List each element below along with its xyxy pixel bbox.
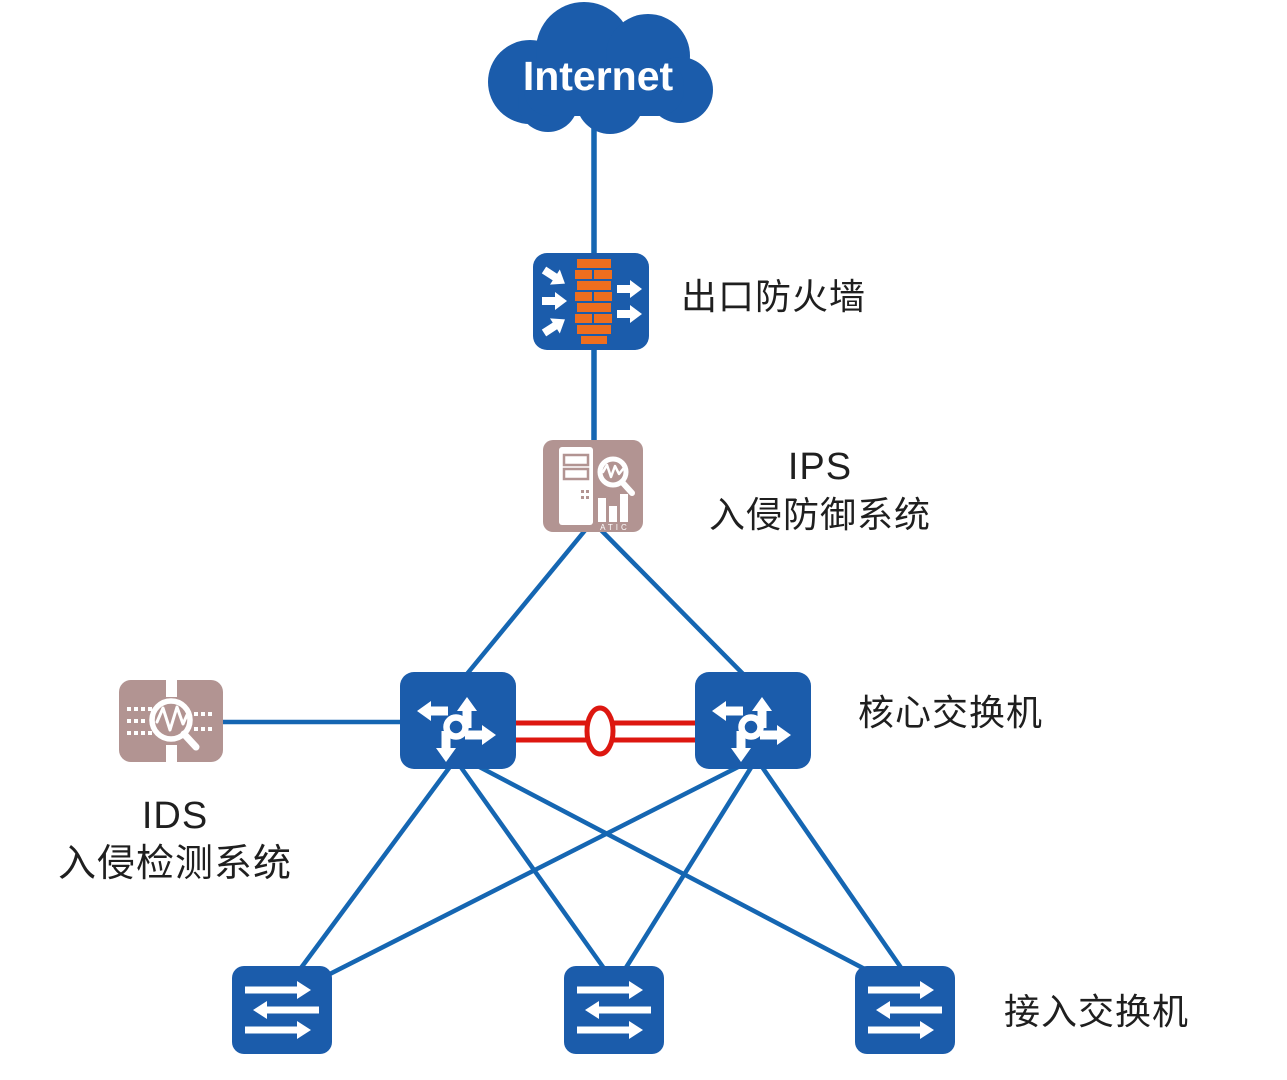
link-core-right-access-2: [620, 764, 754, 976]
core-switch-icon: [400, 672, 516, 769]
firewall-label: 出口防火墙: [681, 276, 867, 317]
dotted-traffic: [127, 707, 212, 735]
link-ips-core-right: [597, 526, 751, 682]
access-switch-icon: [232, 966, 332, 1054]
link-core-right-access-3: [758, 762, 906, 974]
access-switch-icon: [855, 966, 955, 1054]
bar-chart: [598, 494, 628, 522]
access-switch-2: [564, 966, 664, 1054]
ips-node: ATIC: [543, 440, 643, 532]
core-switch-icon: [695, 672, 811, 769]
firewall-node: [533, 253, 649, 350]
ids-label: 入侵检测系统: [57, 842, 292, 885]
link-ips-core-left: [460, 526, 589, 682]
access-switch-icon: [564, 966, 664, 1054]
ips-icon: ATIC: [543, 440, 643, 532]
ips-name: IPS: [787, 446, 853, 488]
internet-cloud-node: Internet: [478, 2, 718, 136]
link-aggregation-ring: [584, 705, 616, 757]
magnifier-waveform: [149, 698, 200, 751]
atic-badge: ATIC: [600, 523, 630, 532]
firewall-icon: [533, 253, 649, 350]
server-tower: [559, 447, 593, 525]
firewall-arrows: [541, 266, 642, 337]
internet-label: Internet: [523, 53, 674, 99]
core-switch-left: [400, 672, 516, 769]
link-core-left-access-3: [468, 760, 880, 978]
ips-label-block: IPS 入侵防御系统: [700, 444, 940, 537]
access-switch-1: [232, 966, 332, 1054]
ids-icon: [119, 680, 223, 762]
cable-bars: [166, 680, 177, 762]
link-core-left-access-1: [296, 762, 454, 974]
core-switch-right: [695, 672, 811, 769]
ips-label: 入侵防御系统: [708, 493, 931, 535]
ids-name: IDS: [141, 795, 209, 837]
core-switch-label: 核心交换机: [858, 692, 1044, 733]
ids-node: [119, 680, 223, 762]
internet-cloud-icon: Internet: [488, 2, 713, 134]
magnifier-waveform: [597, 456, 635, 496]
brick-wall: [575, 259, 612, 344]
access-switch-label: 接入交换机: [1004, 991, 1190, 1032]
link-core-right-access-1: [316, 761, 746, 983]
ids-label-block: IDS 入侵检测系统: [40, 793, 310, 888]
access-switch-3: [855, 966, 955, 1054]
